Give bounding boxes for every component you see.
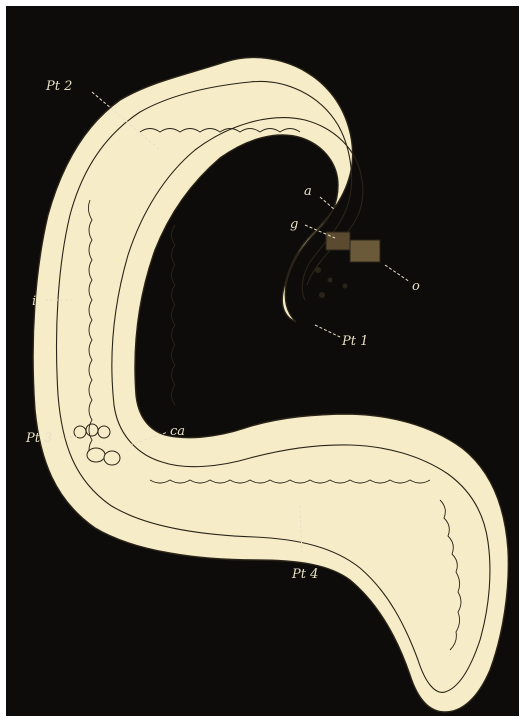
label-pt3: Pt 3 bbox=[25, 431, 52, 446]
label-g: g bbox=[290, 217, 298, 232]
label-o: o bbox=[412, 279, 420, 294]
label-pt2: Pt 2 bbox=[45, 79, 72, 94]
label-pt4: Pt 4 bbox=[291, 567, 318, 582]
label-i: i bbox=[32, 294, 36, 309]
label-ca: ca bbox=[170, 424, 185, 439]
label-a: a bbox=[304, 184, 312, 199]
label-pt1: Pt 1 bbox=[341, 334, 368, 349]
